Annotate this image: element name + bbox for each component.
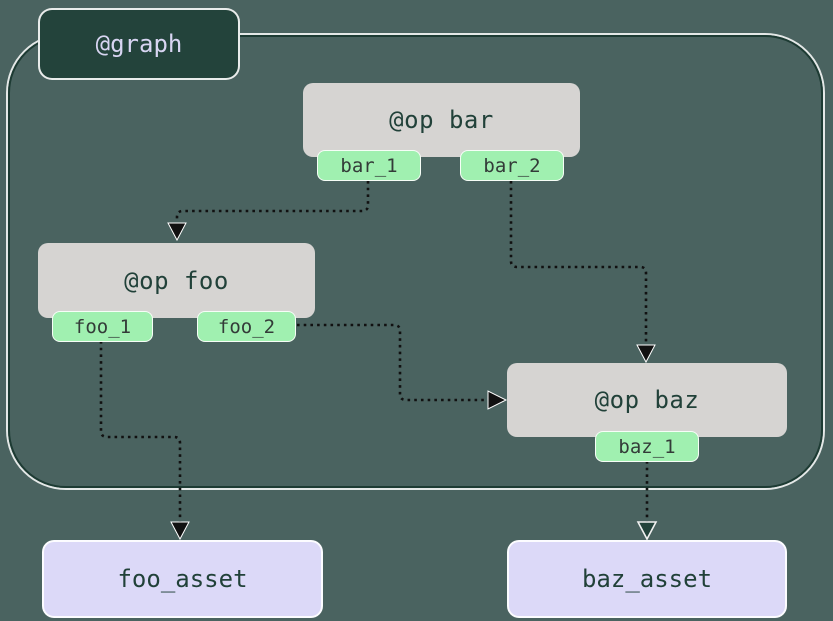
output-tag-baz-1: baz_1 bbox=[595, 431, 699, 462]
op-foo-label: @op foo bbox=[124, 266, 229, 295]
arrowhead-baz-asset bbox=[636, 521, 658, 541]
op-node-baz: @op baz baz_1 bbox=[507, 363, 787, 462]
op-node-foo: @op foo foo_1 foo_2 bbox=[38, 243, 315, 342]
op-node-bar: @op bar bar_1 bar_2 bbox=[303, 83, 580, 181]
asset-node-foo-asset: foo_asset bbox=[42, 540, 323, 618]
output-tag-bar-2: bar_2 bbox=[460, 150, 564, 181]
asset-node-baz-asset: baz_asset bbox=[507, 540, 787, 618]
op-baz-label: @op baz bbox=[594, 386, 700, 414]
output-tag-foo-2: foo_2 bbox=[197, 311, 296, 342]
graph-badge-label: @graph bbox=[95, 30, 183, 58]
foo-asset-label: foo_asset bbox=[117, 565, 248, 593]
op-bar-label: @op bar bbox=[389, 106, 494, 134]
graph-boundary bbox=[8, 35, 823, 488]
graph-badge: @graph bbox=[38, 8, 240, 80]
baz-asset-label: baz_asset bbox=[581, 565, 713, 593]
output-tag-foo-1: foo_1 bbox=[52, 311, 153, 342]
output-tag-bar-1: bar_1 bbox=[317, 150, 421, 181]
arrowhead-foo-asset bbox=[170, 521, 190, 541]
